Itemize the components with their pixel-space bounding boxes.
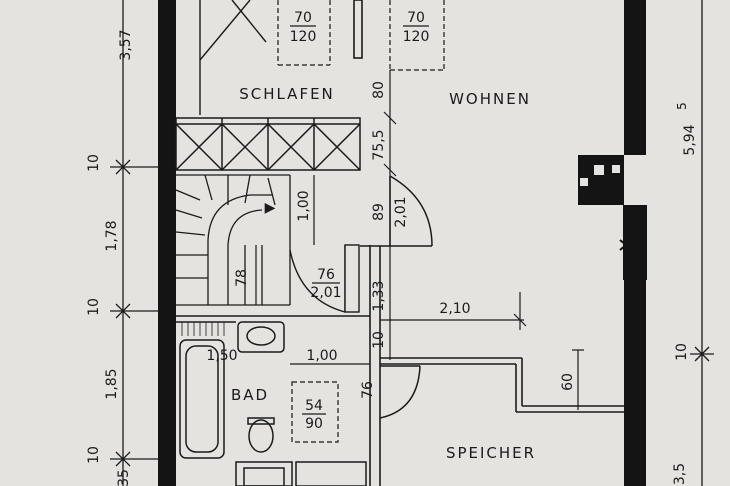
- bad-window-width: 54: [305, 398, 323, 414]
- dim-2-01-vertical: 2,01: [393, 196, 409, 227]
- hall-door-width: 76: [317, 267, 335, 283]
- right-dim-10: 10: [674, 343, 690, 361]
- bathroom-tile-pattern: [181, 322, 225, 336]
- hall-door-swing: [289, 244, 360, 313]
- right-wall-window: [619, 205, 647, 280]
- left-dim-3-57: 3,57: [118, 29, 134, 60]
- dim-60-line: [572, 349, 584, 410]
- left-exterior-wall: [158, 0, 176, 486]
- window-opening-2: [389, 0, 445, 71]
- room-label-wohnen: WOHNEN: [449, 90, 531, 108]
- wardrobe-row: [175, 117, 361, 171]
- right-exterior-wall-lower: [624, 205, 646, 486]
- room-label-schlafen: SCHLAFEN: [239, 85, 335, 103]
- room-label-speicher: SPEICHER: [446, 444, 536, 462]
- left-dimension-line: [110, 0, 158, 486]
- dim-75-5: 75,5: [371, 129, 387, 160]
- left-dim-1-78: 1,78: [104, 220, 120, 251]
- dim-78: 78: [234, 269, 250, 287]
- left-dim-35: 35: [116, 469, 132, 486]
- stair-direction-arrow: ▶: [265, 200, 276, 216]
- left-dim-1-85: 1,85: [104, 368, 120, 399]
- left-dim-10-b: 10: [86, 298, 102, 316]
- dim-80: 80: [371, 81, 387, 99]
- right-dim-5-94: 5,94: [682, 124, 698, 155]
- right-exterior-wall-upper: [624, 0, 646, 155]
- window-1-width: 70: [294, 10, 312, 26]
- window-2-width: 70: [407, 10, 425, 26]
- staircase: [175, 174, 291, 306]
- window-opening-1: [277, 0, 331, 66]
- right-dim-3-5: 3,5: [672, 463, 688, 485]
- bad-door-dim-76: 76: [360, 381, 376, 399]
- chimney: [578, 155, 624, 205]
- bad-door-swing: [379, 365, 421, 419]
- dim-1-50: 1,50: [206, 348, 237, 364]
- window-1-height: 120: [290, 29, 317, 45]
- wohnen-door-swing: [360, 175, 433, 247]
- schlafen-door-swing: [199, 0, 267, 115]
- left-dim-10-a: 10: [86, 154, 102, 172]
- left-dim-10-c: 10: [86, 446, 102, 464]
- bad-window-height: 90: [305, 416, 323, 432]
- partition-stub: [353, 0, 363, 59]
- right-dimension-line: [690, 0, 714, 486]
- hall-door-height: 2,01: [310, 285, 341, 301]
- bad-window-opening: [291, 381, 339, 443]
- window-2-height: 120: [403, 29, 430, 45]
- dim-1-00-vertical: 1,00: [296, 190, 312, 221]
- room-label-bad: BAD: [231, 386, 269, 404]
- dim-1-00-horizontal: 1,00: [306, 348, 337, 364]
- dim-2-10-line: [380, 292, 527, 330]
- dim-60: 60: [560, 373, 576, 391]
- bathroom-fixtures: [179, 321, 367, 486]
- dim-2-10: 2,10: [439, 301, 470, 317]
- dim-10-inner: 10: [371, 331, 387, 349]
- dim-1-33: 1,33: [371, 280, 387, 311]
- right-dim-5-94-superscript: 5: [675, 102, 689, 110]
- dim-89: 89: [371, 203, 387, 221]
